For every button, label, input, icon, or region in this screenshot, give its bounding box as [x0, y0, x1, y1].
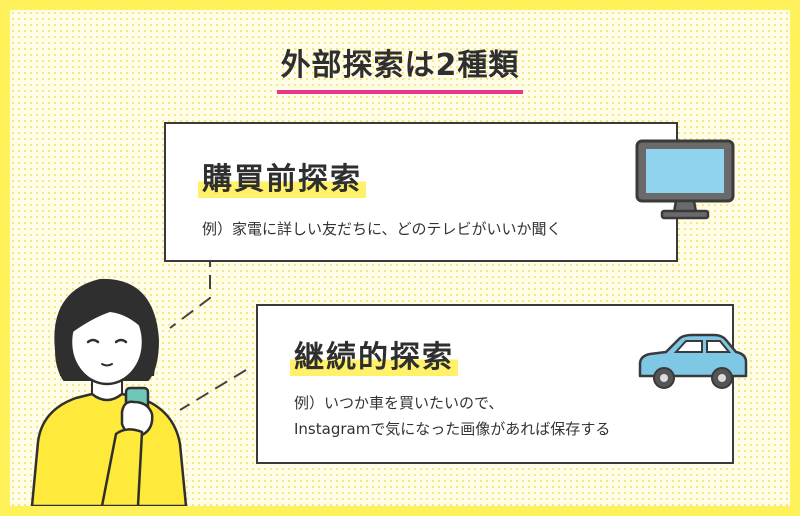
card-example-line: 例）いつか車を買いたいので、: [294, 394, 504, 412]
tv-icon: [635, 139, 735, 220]
connector-lines: [169, 253, 247, 411]
card-example-line: 例）家電に詳しい友だちに、どのテレビがいいか聞く: [202, 220, 562, 238]
woman-with-phone-illustration: [30, 278, 188, 506]
ongoing-search-card: 継続的探索 例）いつか車を買いたいので、 Instagramで気になった画像があ…: [256, 304, 734, 464]
heading-title: 外部探索は2種類: [276, 40, 524, 94]
car-icon: [638, 333, 748, 389]
pre-purchase-search-card: 購買前探索 例）家電に詳しい友だちに、どのテレビがいいか聞く: [164, 122, 678, 262]
heading: 外部探索は2種類: [10, 40, 790, 94]
card-title: 購買前探索: [198, 154, 366, 198]
card-example: 例）家電に詳しい友だちに、どのテレビがいいか聞く: [202, 216, 562, 242]
card-title: 継続的探索: [290, 332, 458, 376]
card-example-line: Instagramで気になった画像があれば保存する: [294, 420, 611, 438]
card-example: 例）いつか車を買いたいので、 Instagramで気になった画像があれば保存する: [294, 390, 610, 442]
